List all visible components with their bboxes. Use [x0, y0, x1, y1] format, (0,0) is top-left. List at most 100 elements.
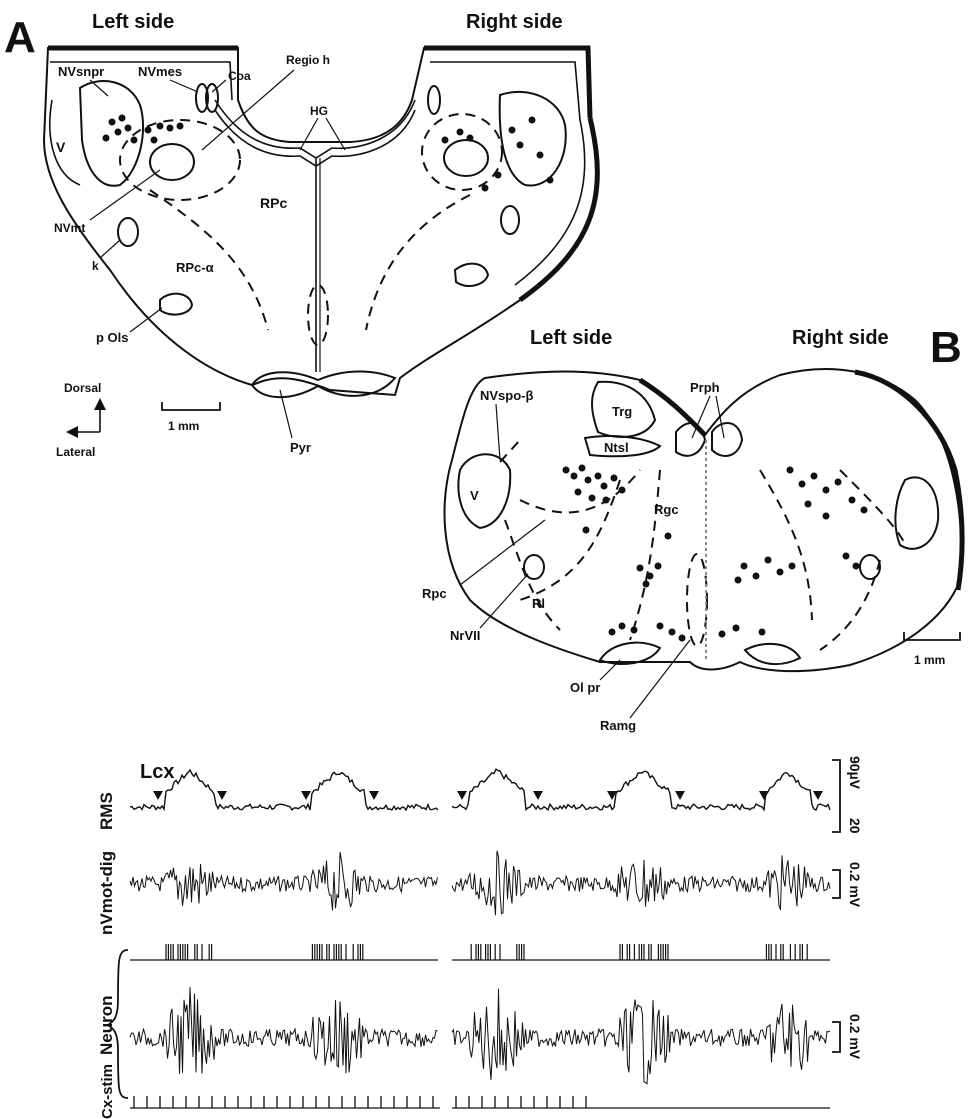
neuron-trace-segment [130, 987, 438, 1074]
rms-trace-segment [130, 770, 438, 810]
nvmot-scale-label: 0.2 mV [847, 862, 863, 908]
marker-triangle-icon [533, 791, 543, 800]
ol-pr-right [745, 644, 800, 664]
label-ol-pr: Ol pr [570, 680, 600, 695]
panel-b-right-side-label: Right side [792, 327, 889, 349]
label-rgc: Rgc [654, 502, 679, 517]
label-lateral: Lateral [56, 445, 95, 459]
p-ols-right [455, 264, 488, 286]
scale-b-label: 1 mm [914, 653, 945, 667]
nvmot-trace [130, 851, 830, 916]
label-rpc-b: Rpc [422, 586, 447, 601]
panel-b: Left side Right side B [422, 323, 962, 733]
label-v-a: V [56, 139, 66, 155]
nvmt-dashed-right [422, 114, 502, 190]
rms-scale-top: 90µV [847, 756, 863, 790]
recordings-title: Lcx [140, 761, 174, 783]
k-nucleus [118, 218, 138, 246]
row-label-neuron: Neuron [97, 996, 116, 1056]
label-k: k [92, 259, 99, 273]
orientation-arrows: Dorsal Lateral [56, 381, 106, 459]
panel-b-leader-lines [460, 396, 724, 718]
unit-raster-trace [130, 944, 830, 960]
row-label-cxstim: Cx-stim [99, 1064, 116, 1119]
prph-left [676, 423, 705, 456]
panel-b-neuron-dots [563, 465, 868, 642]
neuron-trace [130, 987, 830, 1083]
panel-b-dashed-5 [760, 470, 812, 620]
recordings-panel: Lcx RMS nVmot-dig Neuron Cx-stim 90µV 20… [97, 756, 863, 1119]
nvmes-right [428, 86, 440, 114]
rms-trace-segment [452, 769, 830, 810]
scale-bar-a [162, 402, 220, 410]
row-label-rms: RMS [97, 792, 116, 830]
marker-triangle-icon [675, 791, 685, 800]
label-ntsl: Ntsl [604, 440, 629, 455]
marker-triangle-icon [153, 791, 163, 800]
panel-a-right-side-label: Right side [466, 11, 563, 33]
scale-a-label: 1 mm [168, 419, 199, 433]
label-trg: Trg [612, 404, 632, 419]
label-nvsnpr: NVsnpr [58, 64, 104, 79]
marker-triangle-icon [759, 791, 769, 800]
label-nvmes: NVmes [138, 64, 182, 79]
arrow-left-icon [66, 426, 78, 438]
neuron-scale-label: 0.2 mV [847, 1014, 863, 1060]
label-nvmt: NVmt [54, 221, 85, 235]
marker-triangle-icon [217, 791, 227, 800]
nvmt-right [444, 140, 488, 176]
marker-triangle-icon [369, 791, 379, 800]
panel-b-left-side-label: Left side [530, 327, 612, 349]
k-right [501, 206, 519, 234]
label-pyr: Pyr [290, 440, 311, 455]
label-coa: Coa [228, 69, 251, 83]
marker-triangle-icon [457, 791, 467, 800]
panel-a-pia-right [520, 118, 597, 300]
midline-dashed [308, 285, 328, 345]
ol-pr-left [600, 643, 660, 664]
label-hg: HG [310, 104, 328, 118]
nvmot-scale-bar [832, 870, 840, 898]
label-nrvii: NrVII [450, 628, 480, 643]
panel-b-dashed-4 [630, 470, 660, 640]
rms-trace [130, 769, 830, 810]
nvmot-trace-segment [452, 851, 830, 916]
label-rl: Rl [532, 596, 545, 611]
panel-a-letter: A [4, 13, 36, 62]
label-rpc-alpha: RPc-α [176, 260, 214, 275]
panel-b-dashed-7 [820, 560, 880, 650]
label-prph: Prph [690, 380, 720, 395]
prph-right [712, 423, 742, 456]
panel-b-section-outline [445, 369, 962, 671]
panel-b-midline-dashed [687, 554, 707, 646]
label-regio-h: Regio h [286, 53, 330, 67]
cx-stim-trace [130, 1096, 830, 1108]
marker-triangle-icon [813, 791, 823, 800]
pyr-outline [252, 372, 395, 398]
panel-b-pia-right [855, 372, 962, 590]
panel-a-left-side-label: Left side [92, 11, 174, 33]
label-nvspo: NVspo-β [480, 388, 534, 403]
rms-scale-bottom: 20 [847, 818, 863, 834]
rms-scale-bar [832, 760, 840, 832]
v-tract-b [458, 454, 510, 528]
neuron-trace-segment [452, 989, 830, 1084]
stimulus-markers [153, 791, 823, 800]
arrow-up-icon [94, 398, 106, 410]
row-label-nvmot: nVmot-dig [97, 851, 116, 935]
panel-b-letter: B [930, 323, 962, 372]
panel-b-dashed-2 [505, 520, 560, 630]
label-ramg: Ramg [600, 718, 636, 733]
p-ols-nucleus [160, 294, 192, 315]
label-p-ols: p Ols [96, 330, 129, 345]
label-dorsal: Dorsal [64, 381, 101, 395]
neuron-scale-bar [832, 1022, 840, 1052]
marker-triangle-icon [301, 791, 311, 800]
nvmot-trace-segment [130, 852, 438, 910]
rpc-alpha-boundary-right [366, 195, 470, 330]
nvmt-nucleus [150, 144, 194, 180]
nrvii-right [860, 555, 880, 579]
label-rpc-a: RPc [260, 195, 287, 211]
label-v-b: V [470, 488, 479, 503]
